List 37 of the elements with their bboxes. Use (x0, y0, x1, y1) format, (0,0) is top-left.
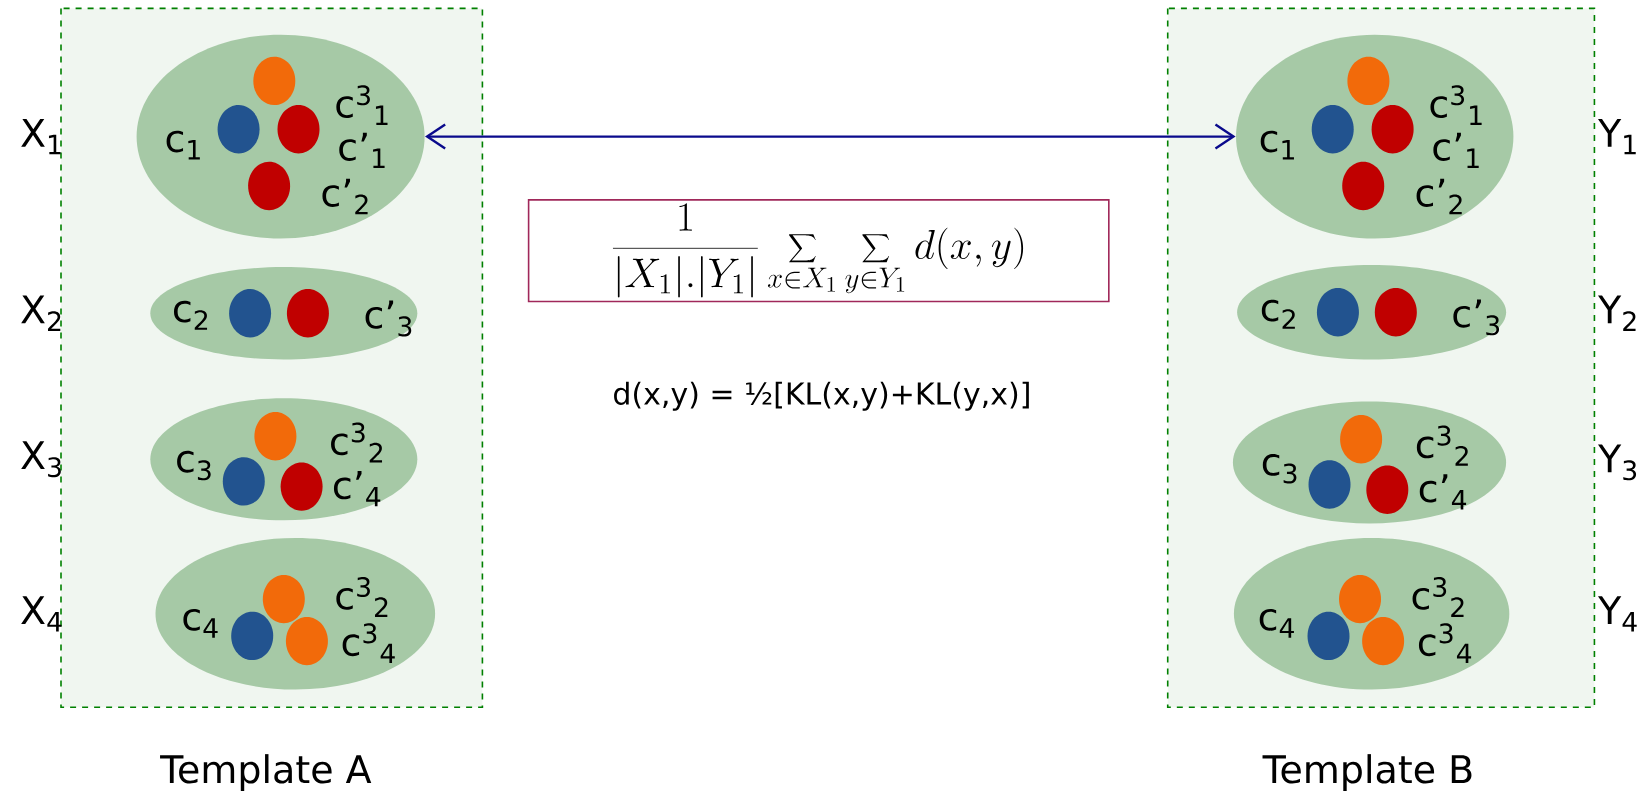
row-label: X$_{1}$ (21, 119, 61, 155)
row-label: X$_{2}$ (21, 295, 61, 331)
row-label: Y$_{3}$ (1598, 444, 1637, 481)
cluster-label: c’$_{1}$ (339, 132, 385, 168)
panel-title: Template B (1262, 754, 1472, 791)
cluster-label: c$_{3}$ (1262, 454, 1297, 484)
cluster-label: c$_{2}$ (174, 300, 208, 330)
cluster-label: c$_{3}$ (177, 450, 211, 481)
cluster-label: c$^{3}$1 (336, 85, 388, 125)
cluster-label: c$_{1}$ (1260, 130, 1294, 160)
cluster-label: c’$_{3}$ (365, 300, 412, 337)
panel-title: Template A (160, 754, 372, 791)
cluster-label: c’$_{2}$ (1416, 178, 1462, 215)
cluster-label: c’$_{2}$ (322, 178, 368, 215)
cluster-label: c$^{3}$2 (336, 576, 388, 618)
row-label: X$_{4}$ (21, 596, 62, 632)
row-label: Y$_{2}$ (1598, 295, 1636, 331)
cluster-label: c$^{3}$4 (1418, 623, 1472, 664)
cluster-label: c$^{3}$2 (1412, 576, 1464, 618)
cluster-label: c’$_{1}$ (1433, 132, 1479, 168)
row-label: Y$_{1}$ (1598, 119, 1636, 155)
cluster-label: c$_{1}$ (166, 130, 200, 160)
cluster-label: c’$_{4}$ (1419, 474, 1467, 510)
cluster-label: c$^{3}$1 (1430, 85, 1482, 125)
cluster-label: c$_{2}$ (1261, 299, 1295, 329)
formula-box: $\frac{1}{|X_{1}|.|Y_{1}|}\sum_{x\in X_{1}}\sum_{y\in Y_{1}}d(x,y)$ (527, 199, 1110, 303)
cluster-label: c’$_{4}$ (333, 471, 381, 507)
cluster-label: c$^{3}$2 (331, 422, 382, 463)
cluster-label: c$_{4}$ (183, 608, 218, 638)
row-label: X$_{3}$ (21, 441, 61, 478)
distance-formula: d(x,y) = ½[KL(x,y)+KL(y,x)] (614, 381, 1029, 411)
row-label: Y$_{4}$ (1598, 596, 1637, 632)
double-arrow (425, 123, 1236, 150)
cluster-label: c’$_{3}$ (1453, 299, 1500, 336)
cluster-label: c$^{3}$2 (1416, 425, 1468, 466)
cluster-label: c$^{3}$4 (342, 623, 395, 664)
cluster-label: c$_{4}$ (1259, 608, 1294, 638)
